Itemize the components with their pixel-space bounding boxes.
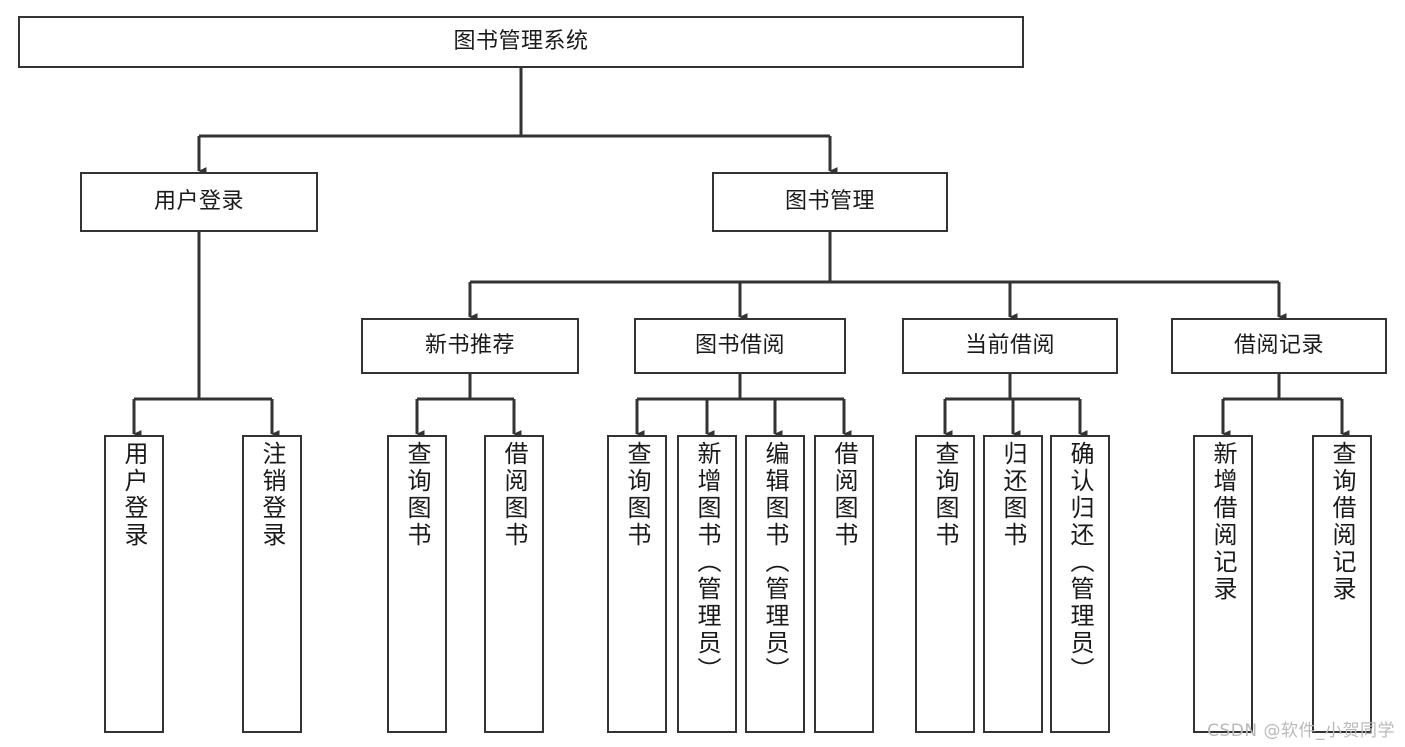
node-label: 图书管理 xyxy=(784,189,875,215)
node-new-rec[interactable]: 新书推荐 xyxy=(361,318,579,374)
node-leaf-query-book-2[interactable]: 查询图书 xyxy=(607,435,667,733)
node-label: 当前借阅 xyxy=(964,333,1055,359)
node-label: 查询借阅记录 xyxy=(1328,441,1356,603)
node-history[interactable]: 借阅记录 xyxy=(1171,318,1387,374)
node-label: 借阅图书 xyxy=(500,441,528,549)
node-current[interactable]: 当前借阅 xyxy=(902,318,1118,374)
node-leaf-return-book[interactable]: 归还图书 xyxy=(983,435,1043,733)
node-label: 图书管理系统 xyxy=(453,29,589,55)
node-label: 借阅记录 xyxy=(1233,333,1324,359)
node-label: 查询图书 xyxy=(931,441,959,549)
node-label: 新增借阅记录 xyxy=(1209,441,1237,603)
node-label: 查询图书 xyxy=(623,441,651,549)
node-label: 归还图书 xyxy=(999,441,1027,549)
node-user-login[interactable]: 用户登录 xyxy=(80,172,318,232)
node-book-mgmt[interactable]: 图书管理 xyxy=(712,172,948,232)
node-leaf-edit-book[interactable]: 编辑图书（管理员） xyxy=(745,435,805,733)
node-label: 图书借阅 xyxy=(694,333,785,359)
node-label: 用户登录 xyxy=(120,441,148,549)
node-label: 新增图书（管理员） xyxy=(693,441,721,684)
node-label: 编辑图书（管理员） xyxy=(761,441,789,684)
node-leaf-add-record[interactable]: 新增借阅记录 xyxy=(1193,435,1253,733)
node-leaf-query-book-1[interactable]: 查询图书 xyxy=(387,435,447,733)
node-root[interactable]: 图书管理系统 xyxy=(18,16,1024,68)
node-leaf-borrow-book-1[interactable]: 借阅图书 xyxy=(484,435,544,733)
node-label: 确认归还（管理员） xyxy=(1066,441,1094,684)
watermark-text: CSDN @软件_小贺同学 xyxy=(1207,721,1395,741)
node-label: 用户登录 xyxy=(153,189,244,215)
node-leaf-query-book-3[interactable]: 查询图书 xyxy=(915,435,975,733)
node-label: 查询图书 xyxy=(403,441,431,549)
node-leaf-user-login[interactable]: 用户登录 xyxy=(104,435,164,733)
node-leaf-add-book[interactable]: 新增图书（管理员） xyxy=(677,435,737,733)
node-label: 借阅图书 xyxy=(830,441,858,549)
node-borrow[interactable]: 图书借阅 xyxy=(634,318,846,374)
node-leaf-borrow-book-2[interactable]: 借阅图书 xyxy=(814,435,874,733)
node-leaf-logout[interactable]: 注销登录 xyxy=(242,435,302,733)
node-leaf-query-record[interactable]: 查询借阅记录 xyxy=(1312,435,1372,733)
node-label: 新书推荐 xyxy=(424,333,515,359)
node-leaf-confirm-return[interactable]: 确认归还（管理员） xyxy=(1050,435,1110,733)
node-label: 注销登录 xyxy=(258,441,286,549)
